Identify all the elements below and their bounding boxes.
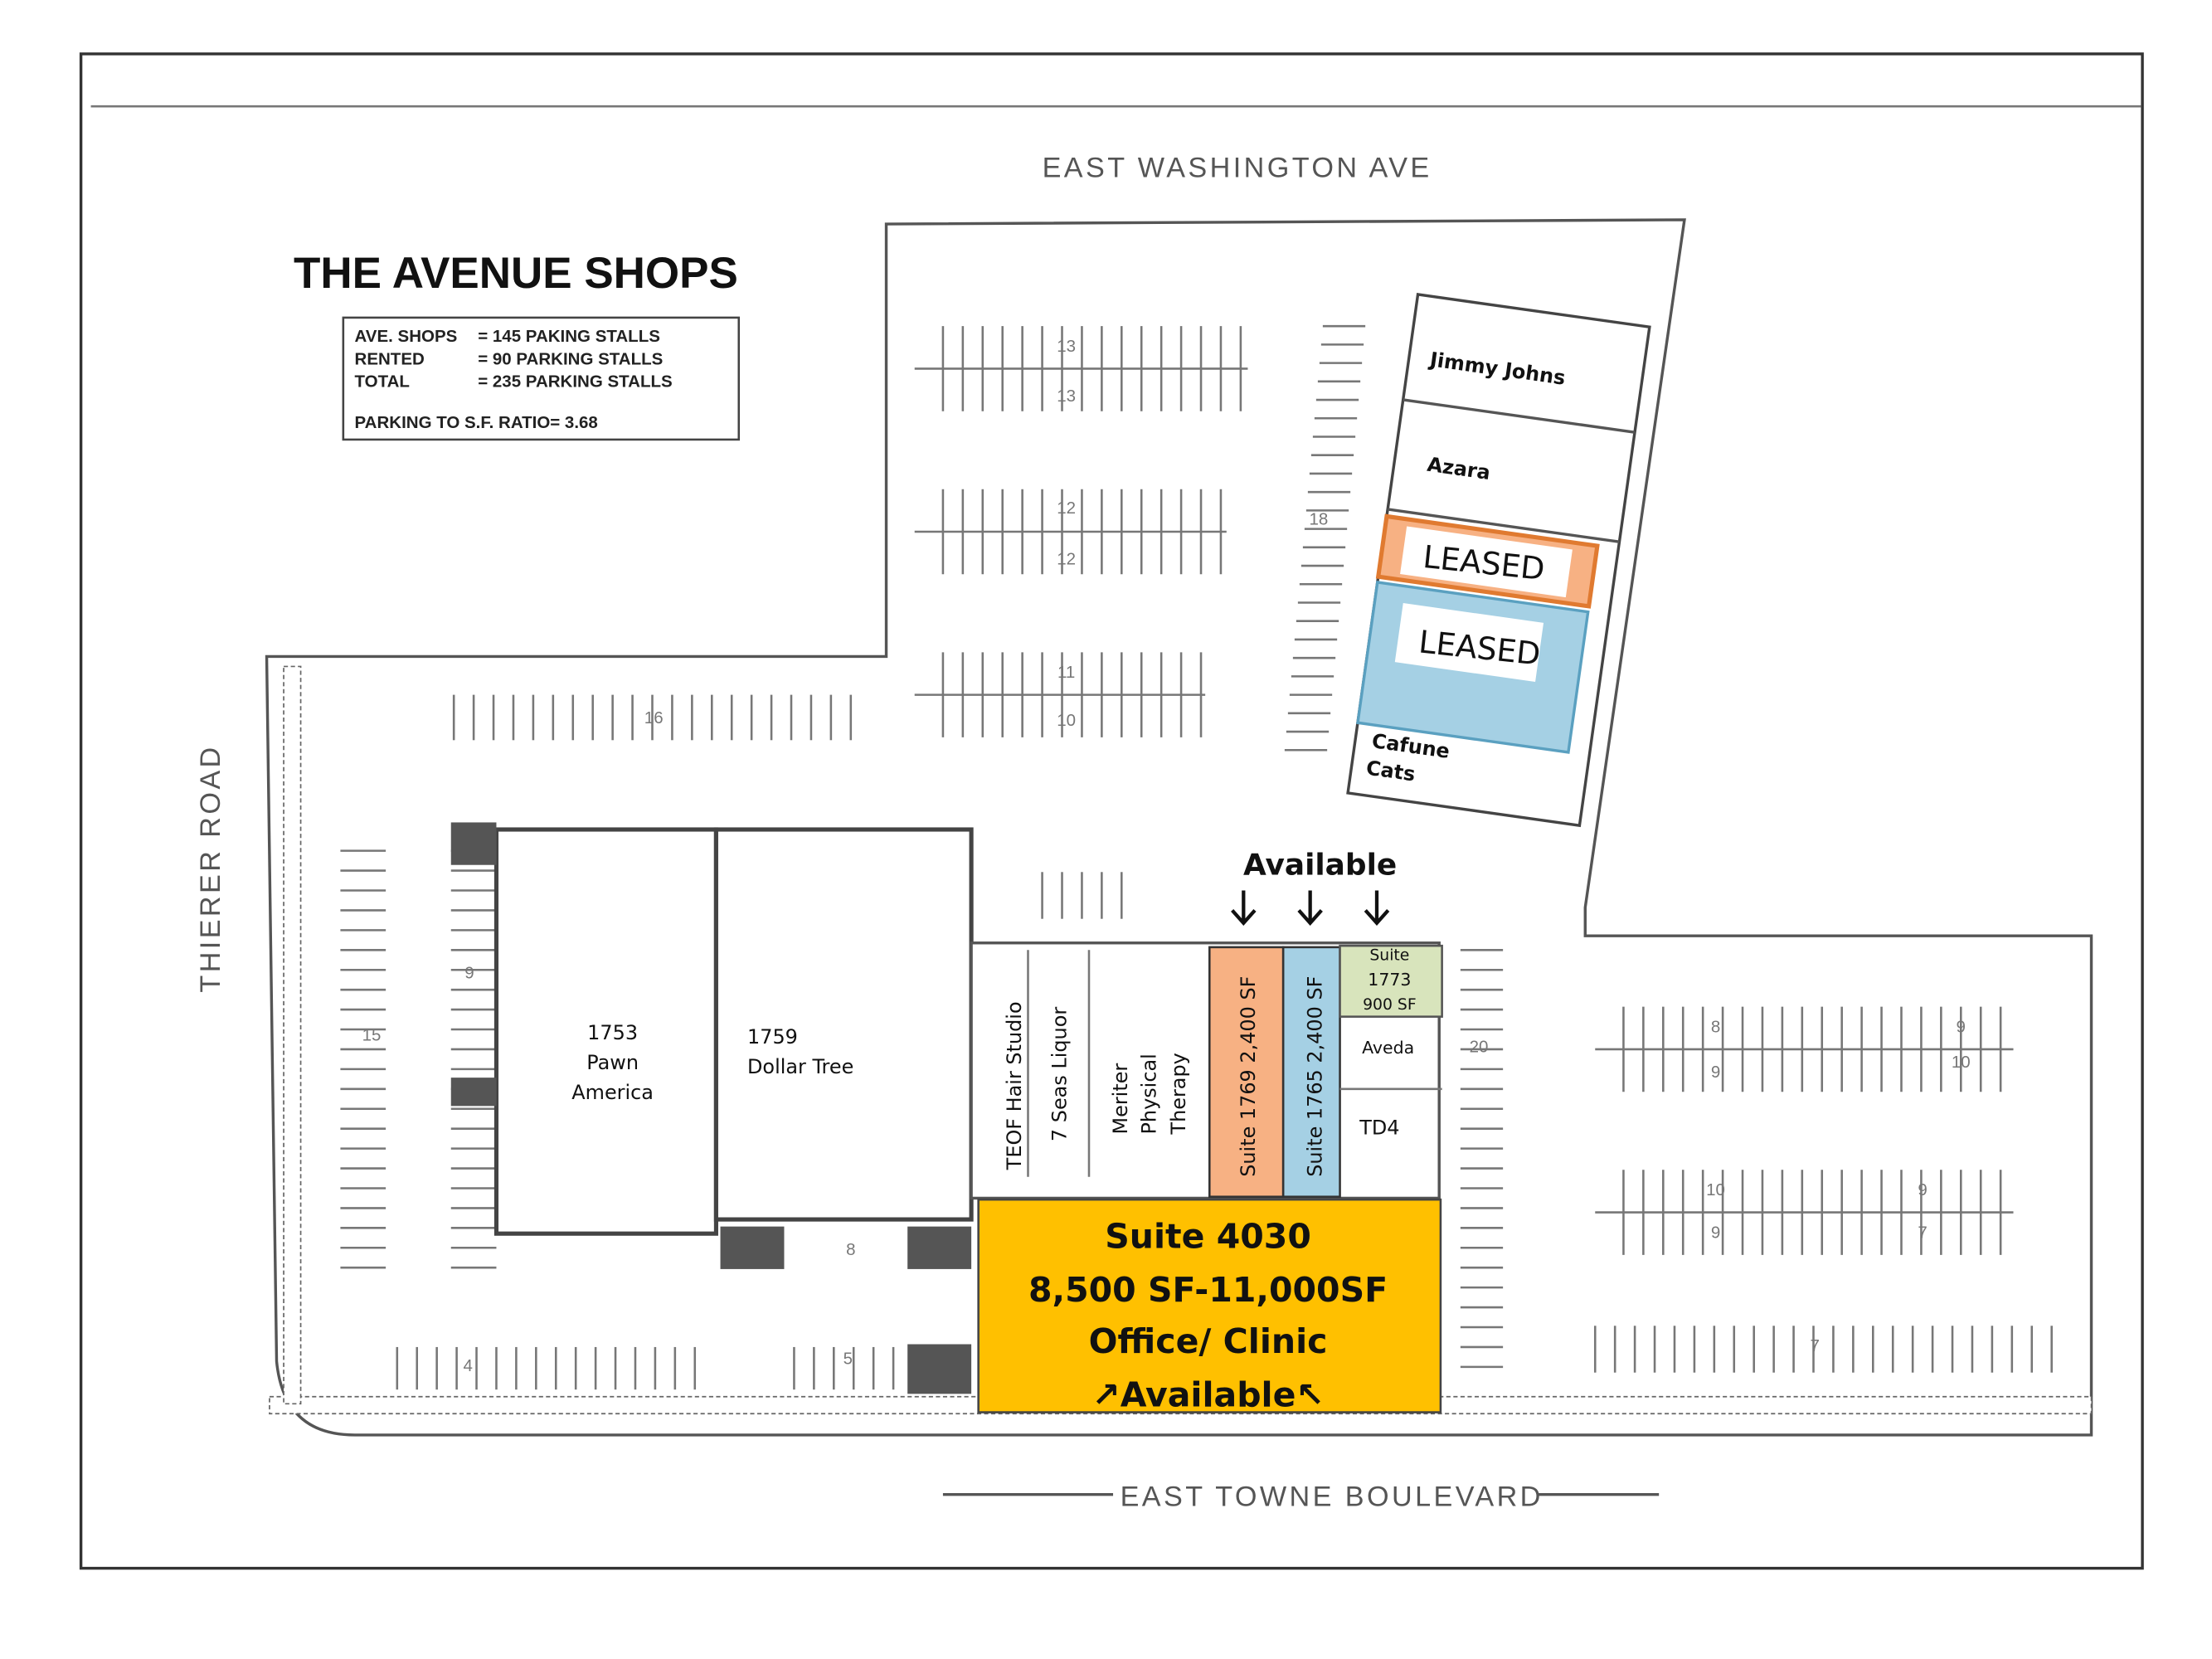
stall-count-label: 10 [1952, 1053, 1971, 1072]
parking-stalls: 13 13 12 12 11 10 16 18 15 9 8 5 4 8 9 9 10 10 9 9 7 7 20 [340, 324, 2053, 1390]
stall-count-label: 18 [1310, 509, 1329, 528]
stall-count-label: 20 [1470, 1037, 1489, 1056]
down-arrow-icons [1231, 890, 1390, 927]
suite-1765-label: Suite 1765 2,400 SF [1303, 976, 1326, 1177]
tenant-pawn-2: Pawn [586, 1051, 639, 1074]
stall-count-label: 16 [644, 708, 664, 727]
suite-4030-use: Office/ Clinic [1089, 1321, 1328, 1361]
suite-4030-available: ↗Available↖ [1091, 1375, 1324, 1415]
stall-count-label: 10 [1057, 711, 1076, 730]
suite-1773-label-3: 900 SF [1363, 996, 1417, 1014]
sidewalk-west [283, 665, 302, 1405]
stall-count-label: 4 [464, 1356, 473, 1375]
tenant-aveda: Aveda [1362, 1038, 1414, 1058]
stall-count-label: 7 [1810, 1336, 1819, 1355]
suite-4030-size: 8,500 SF-11,000SF [1028, 1270, 1388, 1310]
stall-count-label: 5 [843, 1349, 853, 1368]
suite-1769-label: Suite 1769 2,400 SF [1237, 976, 1260, 1177]
stall-count-label: 11 [1057, 663, 1075, 682]
down-arrow-icon [1364, 890, 1390, 927]
suite-1773[interactable] [1339, 944, 1443, 1018]
stall-count-label: 8 [846, 1240, 855, 1259]
stall-count-label: 7 [1918, 1223, 1927, 1242]
stall-count-label: 9 [1957, 1017, 1966, 1036]
stall-count-label: 12 [1057, 499, 1076, 518]
suite-1773-label-2: 1773 [1368, 970, 1411, 990]
stall-count-label: 9 [1711, 1223, 1720, 1242]
tenant-dollar-1: 1759 [747, 1025, 798, 1048]
svg-text:AVE. SHOPS: AVE. SHOPS [355, 327, 458, 346]
tenant-meriter-3: Therapy [1167, 1053, 1190, 1135]
road-label-south: EAST TOWNE BOULEVARD [1121, 1481, 1544, 1512]
tenant-pawn-3: America [571, 1081, 654, 1104]
stall-count-label: 13 [1057, 387, 1076, 406]
site-boundary [265, 218, 2093, 1437]
suite-1765[interactable] [1281, 946, 1341, 1199]
building-dollar-tree[interactable] [713, 827, 974, 1222]
stall-count-label: 15 [362, 1026, 382, 1045]
svg-text:RENTED: RENTED [355, 349, 425, 368]
parking-legend: AVE. SHOPS = 145 PAKING STALLS RENTED = 90… [342, 316, 741, 441]
svg-text:TOTAL: TOTAL [355, 372, 410, 392]
road-label-north: EAST WASHINGTON AVE [1043, 153, 1432, 184]
suite-4030[interactable] [977, 1198, 1442, 1413]
stall-count-label: 8 [1711, 1017, 1720, 1036]
stall-count-label: 13 [1057, 337, 1076, 356]
tenant-7-seas: 7 Seas Liquor [1048, 1007, 1072, 1141]
stall-count-label: 9 [1711, 1063, 1720, 1082]
svg-text:= 235 PARKING STALLS: = 235 PARKING STALLS [478, 372, 672, 392]
svg-text:PARKING TO S.F. RATIO= 3.68: PARKING TO S.F. RATIO= 3.68 [355, 413, 598, 432]
tenant-td4: TD4 [1359, 1117, 1399, 1140]
site-title: THE AVENUE SHOPS [294, 249, 738, 298]
tenant-meriter-1: Meriter [1109, 1063, 1132, 1135]
tenant-meriter-2: Physical [1137, 1053, 1160, 1134]
stall-count-label: 12 [1057, 549, 1076, 568]
stall-count-label: 10 [1706, 1180, 1725, 1199]
building-pawn-america[interactable] [493, 827, 718, 1236]
stall-count-label: 9 [1918, 1180, 1927, 1199]
tenant-pawn-1: 1753 [587, 1021, 638, 1044]
tenant-dollar-2: Dollar Tree [747, 1055, 853, 1078]
stall-count-label: 9 [464, 963, 474, 982]
road-label-west: THIERER ROAD [195, 744, 226, 992]
down-arrow-icon [1297, 890, 1323, 927]
suite-4030-title: Suite 4030 [1105, 1216, 1311, 1256]
svg-text:= 90 PARKING STALLS: = 90 PARKING STALLS [478, 349, 663, 368]
svg-text:= 145 PAKING STALLS: = 145 PAKING STALLS [478, 327, 660, 346]
tenant-teof: TEOF Hair Studio [1003, 1001, 1026, 1170]
available-label: Available [1243, 849, 1397, 883]
down-arrow-icon [1231, 890, 1257, 927]
suite-1773-label-1: Suite [1369, 946, 1409, 964]
pad-building [1346, 293, 1651, 828]
